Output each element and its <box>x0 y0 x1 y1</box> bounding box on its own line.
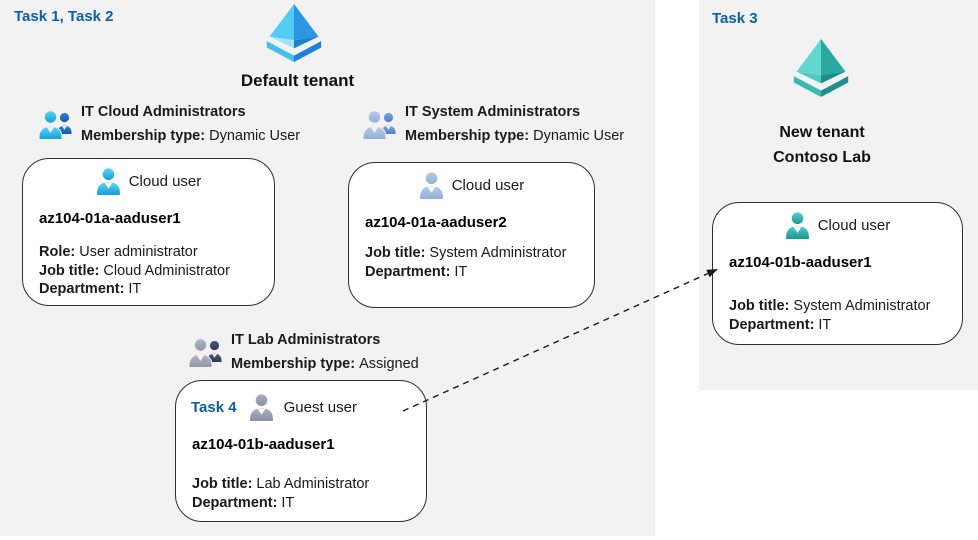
user-card-aaduser1: Cloud user az104-01a-aaduser1 Role:User … <box>22 158 275 306</box>
new-tenant-title-line1: New tenant <box>779 124 865 141</box>
card-header: Task 4 Guest user <box>191 394 426 421</box>
new-tenant-title: New tenant Contoso Lab <box>737 120 907 170</box>
card-header: Cloud user <box>23 168 274 195</box>
new-tenant-title-line2: Contoso Lab <box>773 149 871 166</box>
guest-user-card: Task 4 Guest user az104-01b-aaduser1 Job… <box>175 380 427 522</box>
card-header: Cloud user <box>713 212 962 239</box>
group-name: IT Cloud Administrators <box>81 104 246 120</box>
group-membership: Membership type:Dynamic User <box>405 127 624 146</box>
user-attributes: Job title:Lab Administrator Department:I… <box>192 475 426 512</box>
user-name: az104-01a-aaduser2 <box>365 214 507 231</box>
group-it-lab-administrators: IT Lab Administrators Membership type:As… <box>188 331 419 374</box>
user-name: az104-01b-aaduser1 <box>729 254 872 271</box>
new-tenant-user-card: Cloud user az104-01b-aaduser1 Job title:… <box>712 202 963 345</box>
attr-row: Department:IT <box>365 263 468 280</box>
attr-row: Department:IT <box>192 494 295 511</box>
azure-ad-new-tenant-icon <box>793 39 849 97</box>
cloud-user-icon <box>96 168 120 195</box>
task-1-2-label: Task 1, Task 2 <box>14 8 114 25</box>
group-it-cloud-administrators: IT Cloud Administrators Membership type:… <box>38 103 300 146</box>
group-people-icon <box>362 110 396 140</box>
guest-user-icon <box>249 394 273 421</box>
membership-type-label: Membership type: <box>81 128 206 144</box>
attr-row: Job title:Lab Administrator <box>192 476 370 492</box>
user-type-label: Cloud user <box>128 173 202 190</box>
membership-type-value: Dynamic User <box>209 128 301 144</box>
azure-ad-tenant-icon <box>266 4 322 62</box>
group-people-icon <box>38 110 72 140</box>
group-membership: Membership type:Assigned <box>231 355 419 374</box>
membership-type-value: Dynamic User <box>533 128 625 144</box>
cloud-user-icon <box>785 212 809 239</box>
membership-type-label: Membership type: <box>405 128 530 144</box>
default-tenant-title: Default tenant <box>240 71 355 90</box>
attr-row: Job title:Cloud Administrator <box>39 262 230 279</box>
group-membership: Membership type:Dynamic User <box>81 127 300 146</box>
task-4-label: Task 4 <box>191 399 237 416</box>
user-attributes: Job title:System Administrator Departmen… <box>365 244 594 281</box>
user-name: az104-01a-aaduser1 <box>39 210 181 227</box>
group-it-system-administrators: IT System Administrators Membership type… <box>362 103 624 146</box>
cloud-user-icon <box>419 172 443 199</box>
attr-row: Department:IT <box>39 281 142 297</box>
task-3-label: Task 3 <box>712 10 758 27</box>
attr-row: Job title:System Administrator <box>365 245 567 261</box>
attr-row: Department:IT <box>729 316 832 333</box>
user-attributes: Job title:System Administrator Departmen… <box>729 297 962 334</box>
user-attributes: Role:User administrator Job title:Cloud … <box>39 243 274 299</box>
group-name: IT System Administrators <box>405 104 581 120</box>
card-header: Cloud user <box>349 172 594 199</box>
user-type-label: Cloud user <box>817 217 891 234</box>
user-type-label: Guest user <box>283 399 357 416</box>
user-name: az104-01b-aaduser1 <box>192 436 335 453</box>
group-name: IT Lab Administrators <box>231 332 381 348</box>
user-card-aaduser2: Cloud user az104-01a-aaduser2 Job title:… <box>348 162 595 308</box>
attr-row: Role:User administrator <box>39 244 198 260</box>
user-type-label: Cloud user <box>451 177 525 194</box>
attr-row: Job title:System Administrator <box>729 298 931 314</box>
membership-type-label: Membership type: <box>231 356 356 372</box>
membership-type-value: Assigned <box>359 356 419 372</box>
group-people-icon <box>188 338 222 368</box>
